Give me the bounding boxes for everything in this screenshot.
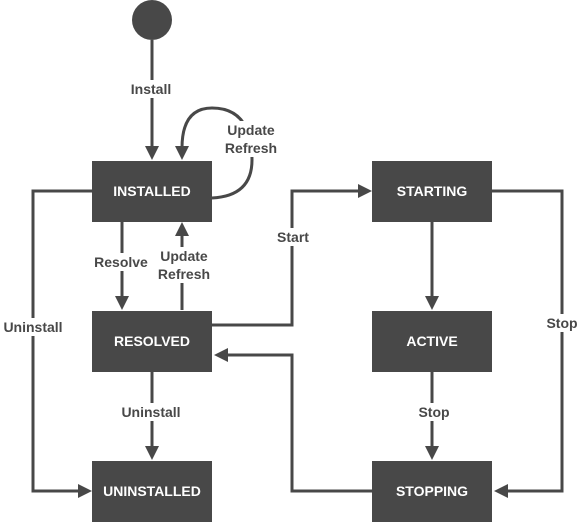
edge-label-stop-starting: Stop bbox=[546, 315, 577, 331]
edge-label-resolve: Resolve bbox=[94, 254, 148, 270]
edge-label-refresh-loop: Refresh bbox=[225, 140, 277, 156]
state-resolved-label: RESOLVED bbox=[114, 333, 190, 349]
edge-start bbox=[212, 184, 372, 327]
edge-stopping-to-resolved bbox=[214, 348, 372, 493]
edge-label-update-back: Update bbox=[160, 248, 208, 264]
state-active-label: ACTIVE bbox=[406, 333, 457, 349]
edge-stop-from-starting bbox=[492, 189, 564, 498]
state-uninstalled-label: UNINSTALLED bbox=[103, 483, 201, 499]
state-stopping-label: STOPPING bbox=[396, 483, 468, 499]
state-installed: INSTALLED bbox=[92, 161, 212, 222]
state-starting: STARTING bbox=[372, 161, 492, 222]
edge-label-uninstall-resolved: Uninstall bbox=[121, 404, 180, 420]
initial-state-node bbox=[132, 0, 172, 40]
edge-uninstall-from-installed bbox=[31, 189, 92, 498]
state-stopping: STOPPING bbox=[372, 461, 492, 522]
edge-install bbox=[145, 40, 159, 160]
state-installed-label: INSTALLED bbox=[113, 183, 191, 199]
edge-label-uninstall-installed: Uninstall bbox=[3, 319, 62, 335]
state-resolved: RESOLVED bbox=[92, 311, 212, 372]
edge-label-install: Install bbox=[131, 81, 171, 97]
edge-label-update-loop: Update bbox=[227, 122, 275, 138]
edge-label-refresh-back: Refresh bbox=[158, 266, 210, 282]
state-uninstalled: UNINSTALLED bbox=[92, 461, 212, 522]
state-active: ACTIVE bbox=[372, 311, 492, 372]
edge-label-stop-active: Stop bbox=[418, 404, 449, 420]
edge-label-start: Start bbox=[277, 229, 309, 245]
edge-starting-to-active bbox=[425, 222, 439, 310]
state-starting-label: STARTING bbox=[397, 183, 468, 199]
